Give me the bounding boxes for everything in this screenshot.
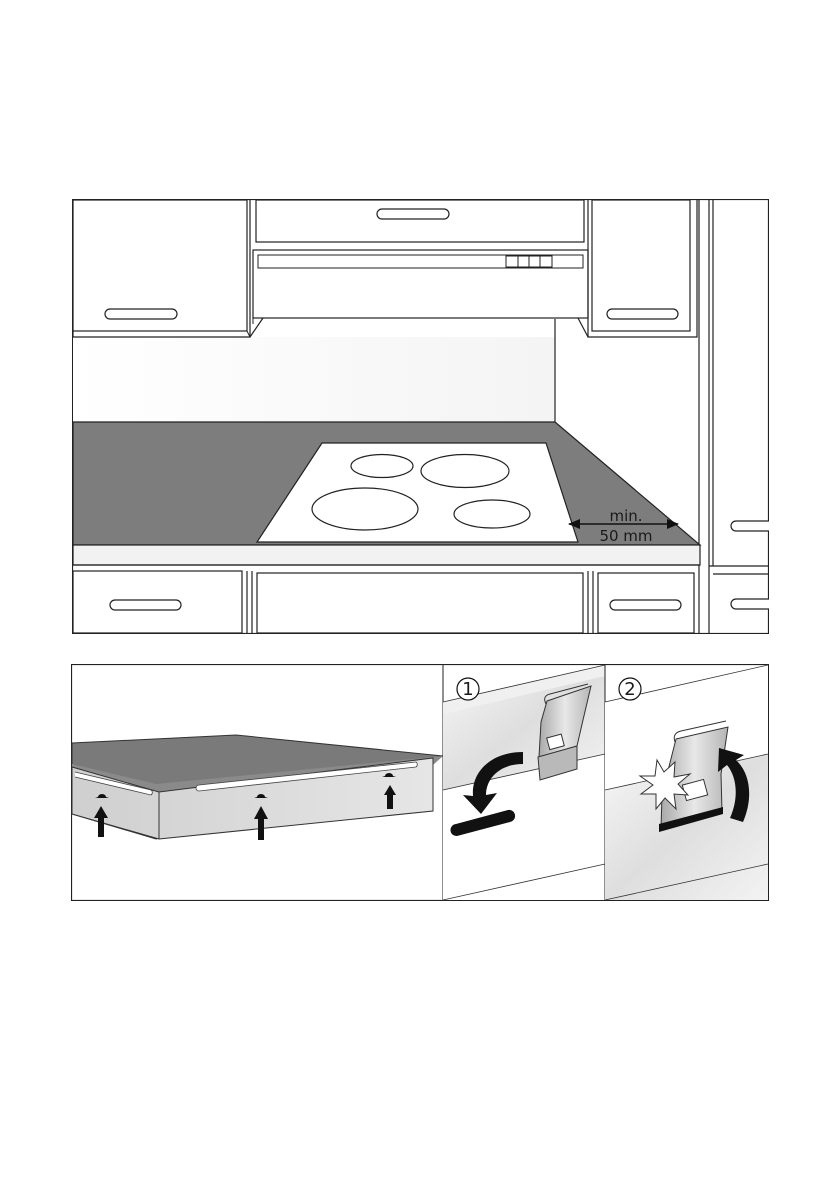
clearance-label-line1: min. bbox=[609, 507, 642, 525]
cabinet-handle bbox=[607, 309, 678, 319]
upper-middle-cabinet bbox=[256, 200, 584, 242]
lower-cabinets bbox=[73, 565, 700, 633]
step-2-panel: 2 bbox=[605, 665, 768, 900]
kitchen-installation-diagram: min. 50 mm bbox=[72, 199, 769, 634]
cabinet-handle bbox=[731, 599, 769, 609]
cabinet-handle bbox=[105, 309, 177, 319]
clearance-label-line2: 50 mm bbox=[599, 527, 652, 545]
step-1-number: 1 bbox=[462, 679, 473, 700]
worktop-edge bbox=[73, 545, 700, 565]
clearance-dimension: min. 50 mm bbox=[568, 507, 679, 547]
upper-right-cabinet bbox=[588, 200, 697, 337]
cooking-zone bbox=[454, 500, 530, 528]
clip-illustration: 1 2 bbox=[71, 664, 769, 901]
cabinet-handle bbox=[731, 521, 769, 531]
cabinet-handle bbox=[610, 600, 681, 610]
step-2-number: 2 bbox=[624, 679, 635, 700]
cooking-zone bbox=[351, 455, 413, 478]
cabinet-handle bbox=[110, 600, 181, 610]
back-wall bbox=[73, 337, 555, 422]
kitchen-illustration: min. 50 mm bbox=[72, 199, 769, 634]
cooking-zone bbox=[312, 488, 418, 530]
lower-middle-cabinet bbox=[257, 573, 583, 633]
cabinet-handle bbox=[377, 209, 449, 219]
step-1-panel: 1 bbox=[443, 665, 605, 900]
upper-left-cabinet bbox=[73, 200, 250, 337]
clip-mounting-diagram: 1 2 bbox=[71, 664, 769, 901]
cooking-zone bbox=[421, 455, 509, 488]
